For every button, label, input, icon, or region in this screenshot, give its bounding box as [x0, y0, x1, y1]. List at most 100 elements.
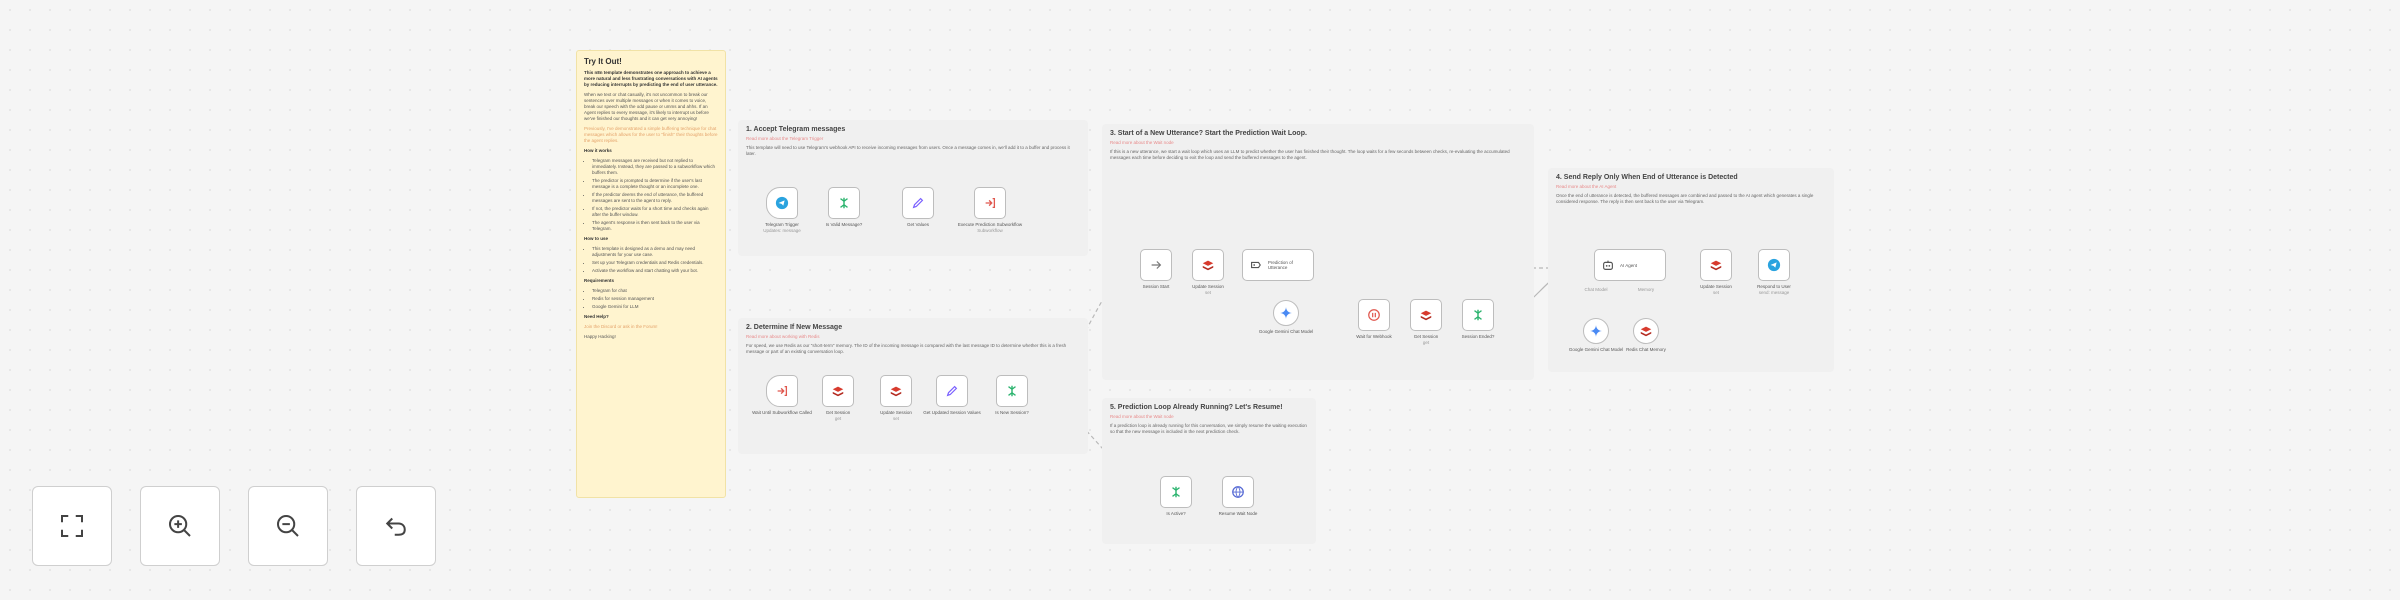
- sticky-title: Try It Out!: [584, 57, 622, 66]
- node-redis-chat-memory[interactable]: [1633, 318, 1659, 344]
- node-is-new-session[interactable]: [996, 375, 1028, 407]
- node-session-start[interactable]: [1140, 249, 1172, 281]
- list-item: If not, the predictor waits for a short …: [592, 206, 718, 218]
- section-description: Once the end of utterance is detected, t…: [1556, 193, 1814, 204]
- arrow-right-icon: [1151, 261, 1162, 269]
- gemini-icon: [1279, 306, 1293, 320]
- workflow-trigger-icon: [777, 385, 788, 397]
- node-label: Get Updated Session Values: [923, 410, 981, 415]
- node-label: Google Gemini Chat Model: [1258, 329, 1314, 334]
- node-update-session[interactable]: [880, 375, 912, 407]
- section-title: 2. Determine If New Message: [746, 324, 843, 331]
- node-get-session[interactable]: [822, 375, 854, 407]
- undo-icon: [385, 517, 406, 536]
- fit-view-icon: [61, 515, 83, 537]
- node-get-session-2[interactable]: [1410, 299, 1442, 331]
- node-label: Redis Chat Memory: [1626, 347, 1666, 352]
- telegram-icon: [1767, 258, 1781, 272]
- node-prediction-of-utterance[interactable]: Prediction of Utterance: [1242, 249, 1314, 281]
- section-link[interactable]: Read more about working with Redis: [746, 334, 820, 339]
- sticky-req-list: Telegram for chat Redis for session mana…: [584, 288, 718, 310]
- section-description: For speed, we use Redis as our "short-te…: [746, 343, 1067, 354]
- node-wait-for-webhook[interactable]: [1358, 299, 1390, 331]
- undo-button[interactable]: [356, 486, 436, 566]
- node-telegram-trigger[interactable]: [766, 187, 798, 219]
- node-get-updated-session-values[interactable]: [936, 375, 968, 407]
- node-label: Is Active?: [1166, 511, 1186, 516]
- filter-icon: [1172, 486, 1180, 498]
- telegram-icon: [775, 196, 789, 210]
- sticky-sign: Happy Hacking!: [584, 334, 616, 339]
- list-item: Activate the workflow and start chatting…: [592, 268, 718, 274]
- sticky-help-title: Need Help?: [584, 314, 609, 319]
- node-gemini-chat-model-2[interactable]: [1583, 318, 1609, 344]
- redis-icon: [1710, 260, 1722, 271]
- execute-workflow-icon: [985, 197, 996, 209]
- list-item: The predictor is prompted to determine i…: [592, 178, 718, 190]
- filter-icon: [1008, 385, 1016, 397]
- node-wait-subworkflow-called[interactable]: [766, 375, 798, 407]
- list-item: Redis for session management: [592, 296, 718, 302]
- node-label: Wait for Webhook: [1356, 334, 1392, 339]
- sub-port-label: Chat Model: [1584, 287, 1608, 292]
- node-is-active[interactable]: [1160, 476, 1192, 508]
- sub-port-label: Memory: [1637, 287, 1655, 292]
- section-title: 1. Accept Telegram messages: [746, 126, 846, 133]
- node-title: Prediction of Utterance: [1267, 260, 1293, 270]
- node-label: Wait Until Subworkflow Called: [752, 410, 812, 415]
- list-item: This template is designed as a demo and …: [592, 246, 718, 258]
- section-prediction-wait-loop[interactable]: 3. Start of a New Utterance? Start the P…: [1102, 124, 1534, 380]
- node-ai-agent[interactable]: AI Agent: [1594, 249, 1666, 281]
- section-link[interactable]: Read more about the Wait node: [1110, 414, 1174, 419]
- zoom-in-icon: [169, 515, 191, 537]
- section-link[interactable]: Read more about the Telegram Trigger: [746, 136, 824, 141]
- list-item: Telegram for chat: [592, 288, 718, 294]
- node-session-ended[interactable]: [1462, 299, 1494, 331]
- sticky-use-list: This template is designed as a demo and …: [584, 246, 718, 274]
- redis-icon: [1640, 326, 1652, 337]
- sticky-para-1: When we text or chat casually, it's not …: [584, 92, 709, 121]
- node-resume-wait[interactable]: [1222, 476, 1254, 508]
- node-title: AI Agent: [1620, 262, 1638, 268]
- zoom-out-button[interactable]: [248, 486, 328, 566]
- section-title: 3. Start of a New Utterance? Start the P…: [1110, 130, 1307, 137]
- redis-icon: [890, 386, 902, 397]
- zoom-in-button[interactable]: [140, 486, 220, 566]
- redis-icon: [1202, 260, 1214, 271]
- node-update-session-3[interactable]: [1700, 249, 1732, 281]
- fit-view-button[interactable]: [32, 486, 112, 566]
- section-description: This template will need to use Telegram'…: [746, 145, 1070, 156]
- list-item: If the predictor deems the end of uttera…: [592, 192, 718, 204]
- filter-icon: [840, 197, 848, 209]
- section-link[interactable]: Read more about the Wait node: [1110, 140, 1174, 145]
- node-update-session-2[interactable]: [1192, 249, 1224, 281]
- section-link[interactable]: Read more about the AI Agent: [1556, 184, 1617, 189]
- node-is-valid-message[interactable]: [828, 187, 860, 219]
- sticky-how-list: Telegram messages are received but not r…: [584, 158, 718, 232]
- list-item: The agent's response is then sent back t…: [592, 220, 718, 232]
- pencil-icon: [946, 385, 958, 397]
- node-respond-to-user[interactable]: [1758, 249, 1790, 281]
- section-resume-loop[interactable]: 5. Prediction Loop Already Running? Let'…: [1102, 398, 1316, 544]
- sticky-how-title: How it works: [584, 148, 612, 153]
- section-title: 4. Send Reply Only When End of Utterance…: [1556, 174, 1738, 181]
- sticky-use-title: How to use: [584, 236, 609, 241]
- sticky-note-instructions[interactable]: Try It Out! This n8n template demonstrat…: [576, 50, 726, 498]
- node-get-values[interactable]: [902, 187, 934, 219]
- list-item: Set up your Telegram credentials and Red…: [592, 260, 718, 266]
- section-description: If a prediction loop is already running …: [1110, 423, 1307, 434]
- node-label: Google Gemini Chat Model: [1568, 347, 1624, 352]
- node-execute-subworkflow[interactable]: [974, 187, 1006, 219]
- node-gemini-chat-model[interactable]: [1273, 300, 1299, 326]
- http-request-icon: [1232, 486, 1244, 498]
- redis-icon: [1420, 310, 1432, 321]
- node-label: Get Values: [907, 222, 929, 227]
- sticky-req-title: Requirements: [584, 278, 615, 283]
- filter-icon: [1474, 309, 1482, 321]
